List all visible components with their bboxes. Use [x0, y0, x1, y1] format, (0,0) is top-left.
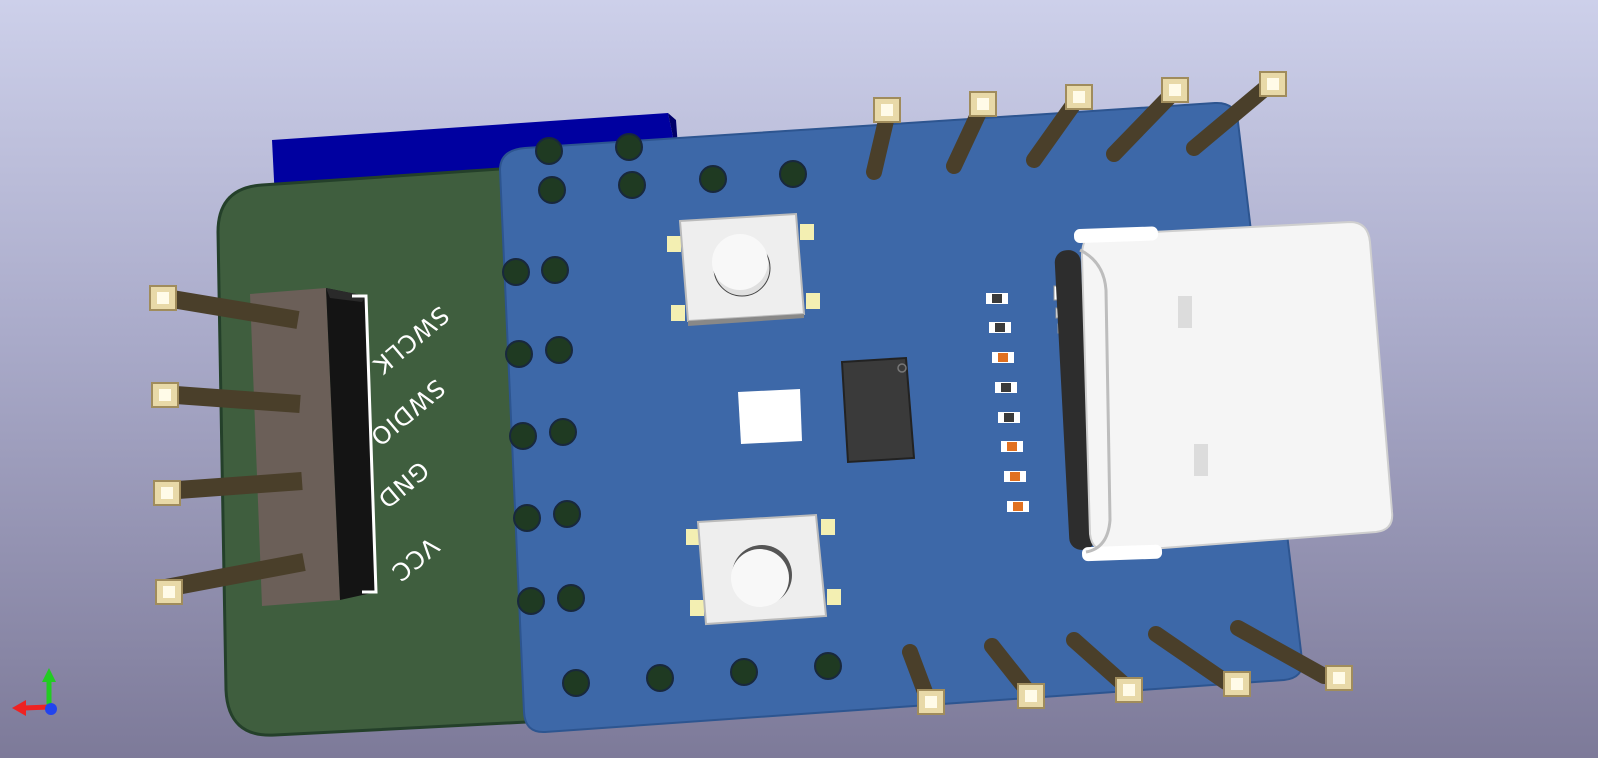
swd-header [149, 285, 378, 606]
xyz-axis-triad-icon [12, 668, 57, 716]
exposed-pad [738, 389, 802, 444]
usb-c-connector [1053, 220, 1394, 562]
passive-components [986, 293, 1029, 512]
tactile-button-top [667, 212, 820, 326]
tactile-button-bottom [686, 513, 841, 626]
module-bottom-pin-row [902, 620, 1353, 715]
castellated-holes [502, 133, 842, 697]
module-top-pin-row [866, 71, 1287, 180]
ic-chip [840, 356, 916, 464]
